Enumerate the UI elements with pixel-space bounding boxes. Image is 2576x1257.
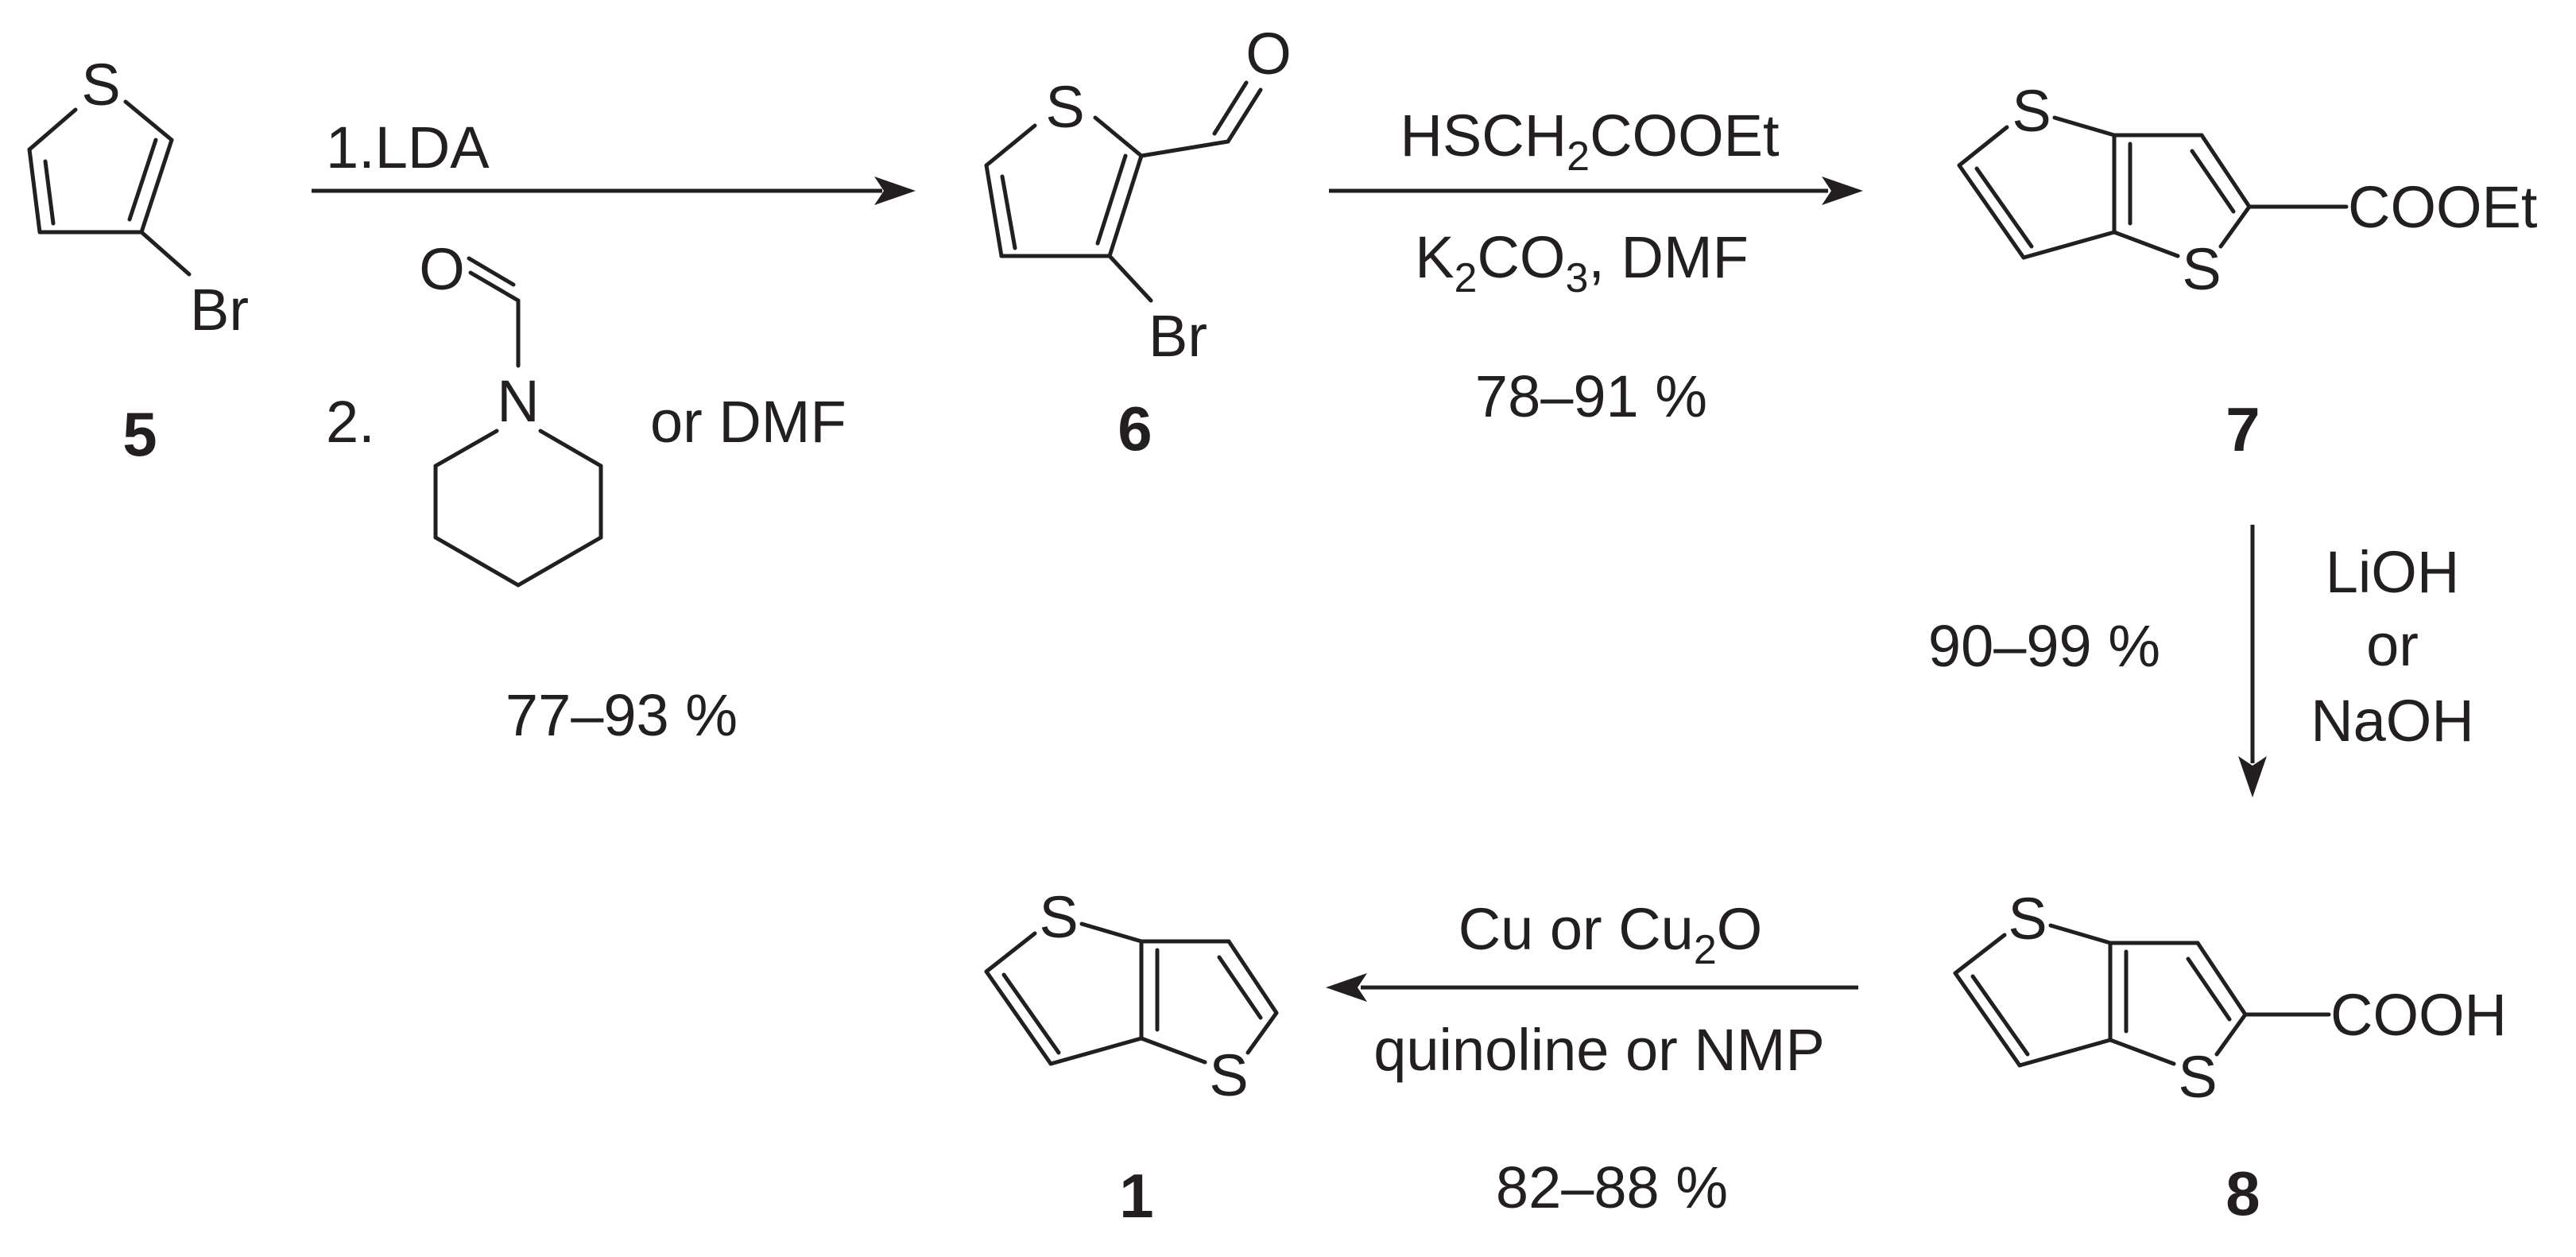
step3-reagent-line1: LiOH: [2326, 539, 2460, 605]
compound-8-sulfur-2-label: S: [2178, 1044, 2217, 1110]
step4-yield: 82–88 %: [1496, 1154, 1728, 1220]
step4-reagent-line2: quinoline or NMP: [1373, 1017, 1825, 1083]
compound-5-number: 5: [122, 399, 157, 469]
compound-8-structure: S S COOH: [1953, 886, 2507, 1110]
step2-reagent-line2: K2CO3, DMF: [1415, 224, 1749, 301]
compound-6-structure: S O Br: [984, 21, 1292, 369]
compound-7-sulfur-2-label: S: [2182, 236, 2221, 302]
step3-reagent-line3: NaOH: [2311, 688, 2474, 754]
reaction-arrow-2: [1329, 177, 1863, 205]
reaction-arrow-4: [1326, 973, 1858, 1002]
step3-yield: 90–99 %: [1928, 613, 2160, 679]
reagent-nitrogen-label: N: [497, 368, 539, 434]
step1-yield: 77–93 %: [506, 682, 738, 748]
compound-8-sulfur-1-label: S: [2008, 886, 2047, 952]
step3-reagent-line2: or: [2366, 612, 2419, 678]
reagent-oxygen-label: O: [419, 236, 465, 302]
compound-5-structure: S Br: [27, 52, 249, 343]
compound-7-structure: S S COOEt: [1957, 78, 2538, 302]
step1-reagent-line2-prefix: 2.: [326, 389, 375, 455]
compound-6-oxygen-label: O: [1245, 21, 1292, 87]
compound-1-sulfur-2-label: S: [1209, 1042, 1248, 1108]
step2-yield: 78–91 %: [1475, 363, 1707, 429]
compound-7-number: 7: [2225, 394, 2260, 464]
step1-reagent-line2-suffix: or DMF: [650, 389, 846, 455]
step4-reagent-line1: Cu or Cu2O: [1458, 896, 1763, 973]
compound-8-number: 8: [2225, 1158, 2260, 1228]
compound-1-sulfur-1-label: S: [1039, 884, 1078, 950]
compound-5-sulfur-label: S: [81, 52, 120, 118]
step1-reagent-line1: 1.LDA: [326, 114, 490, 180]
n-formylpiperidine-structure: O N: [419, 236, 603, 588]
compound-1-number: 1: [1119, 1161, 1153, 1231]
compound-7-ester-label: COOEt: [2348, 174, 2538, 240]
compound-6-sulfur-label: S: [1045, 74, 1084, 140]
compound-7-sulfur-1-label: S: [2012, 78, 2051, 144]
compound-1-structure: S S: [984, 884, 1279, 1108]
reaction-arrow-1: [312, 177, 916, 205]
compound-6-bromine-label: Br: [1149, 303, 1207, 369]
step2-reagent-line1: HSCH2COOEt: [1400, 103, 1780, 180]
compound-6-number: 6: [1118, 394, 1152, 464]
reaction-arrow-3: [2238, 525, 2267, 797]
compound-8-acid-label: COOH: [2330, 982, 2507, 1048]
compound-5-bromine-label: Br: [190, 277, 249, 343]
